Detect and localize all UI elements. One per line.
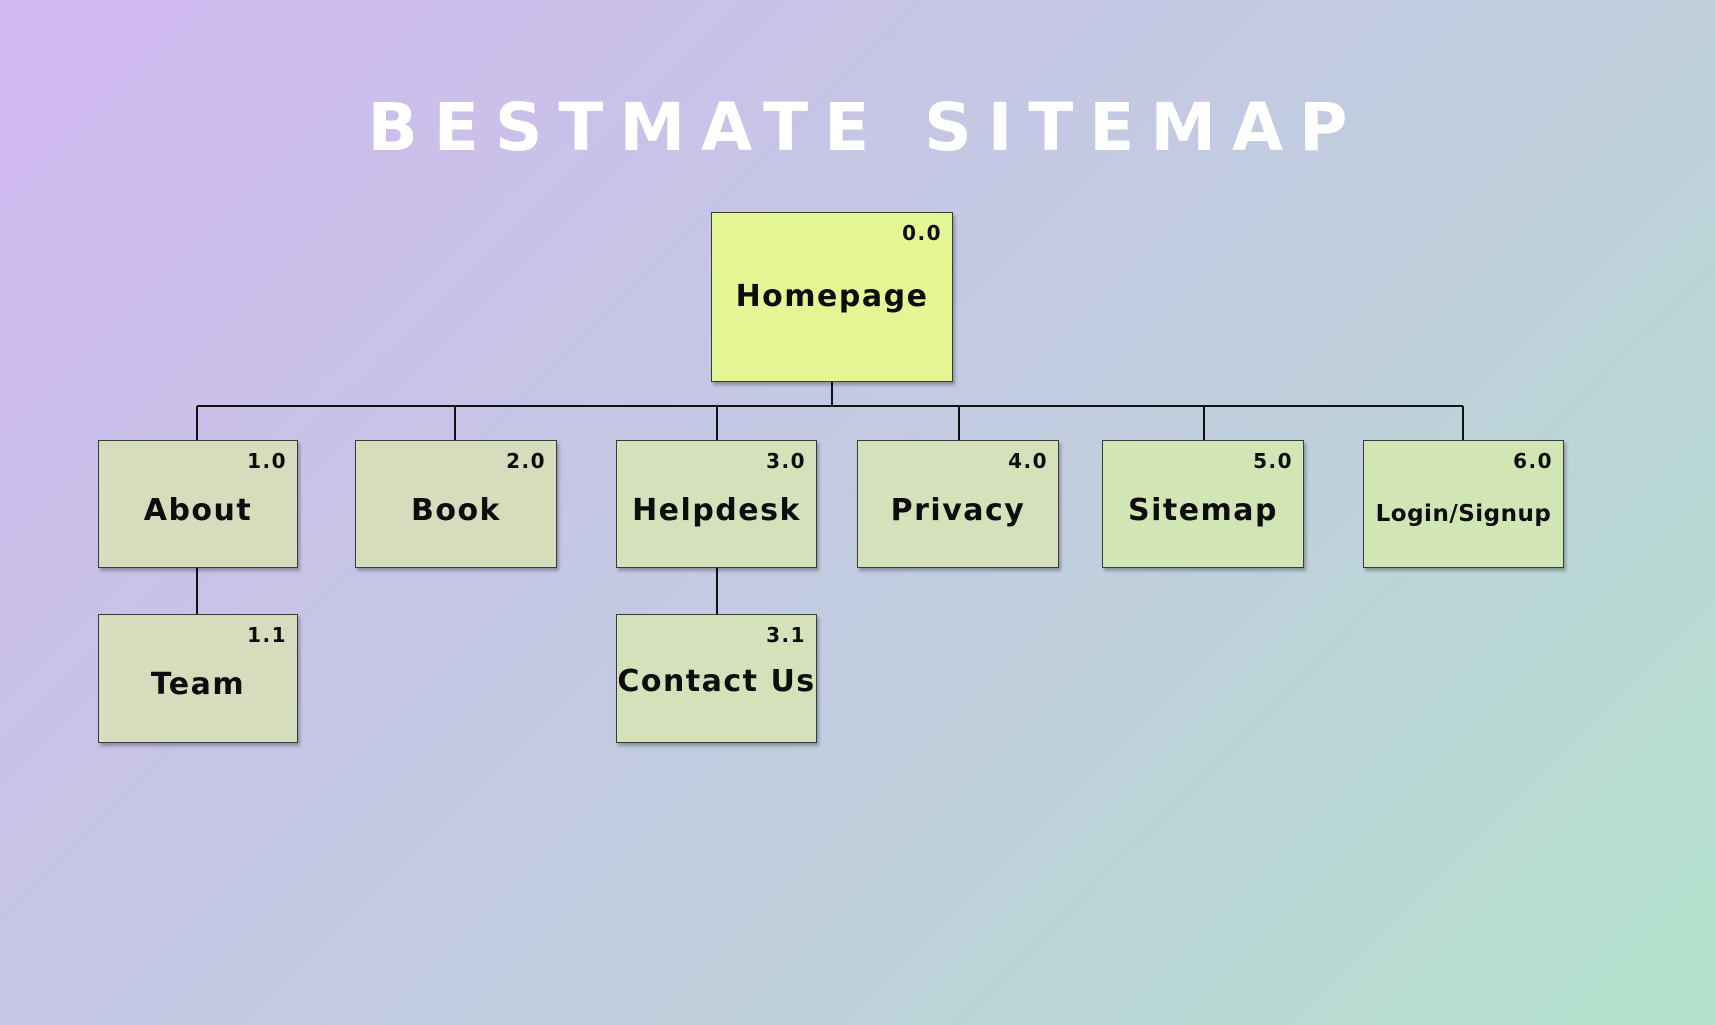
- node-label: Team: [150, 667, 246, 702]
- node-label: Contact Us: [617, 664, 816, 699]
- node-number: 3.1: [766, 623, 806, 647]
- node-label: Homepage: [735, 279, 929, 314]
- node-number: 3.0: [766, 449, 806, 473]
- node-number: 1.0: [247, 449, 287, 473]
- node-team: 1.1 Team: [98, 614, 298, 743]
- node-contact-us: 3.1 Contact Us: [616, 614, 817, 743]
- node-helpdesk: 3.0 Helpdesk: [616, 440, 817, 568]
- node-homepage: 0.0 Homepage: [711, 212, 953, 382]
- node-label: Helpdesk: [632, 493, 801, 528]
- node-label: Login/Signup: [1375, 501, 1552, 527]
- node-number: 5.0: [1253, 449, 1293, 473]
- node-number: 1.1: [247, 623, 287, 647]
- node-number: 2.0: [506, 449, 546, 473]
- node-login-signup: 6.0 Login/Signup: [1363, 440, 1564, 568]
- node-number: 0.0: [902, 221, 942, 245]
- node-label: About: [143, 493, 253, 528]
- page-title: BESTMATE SITEMAP: [367, 89, 1364, 166]
- node-number: 4.0: [1008, 449, 1048, 473]
- node-label: Privacy: [890, 493, 1026, 528]
- node-about: 1.0 About: [98, 440, 298, 568]
- node-book: 2.0 Book: [355, 440, 557, 568]
- node-label: Sitemap: [1127, 493, 1279, 528]
- node-number: 6.0: [1513, 449, 1553, 473]
- node-privacy: 4.0 Privacy: [857, 440, 1059, 568]
- node-label: Book: [410, 493, 502, 528]
- node-sitemap: 5.0 Sitemap: [1102, 440, 1304, 568]
